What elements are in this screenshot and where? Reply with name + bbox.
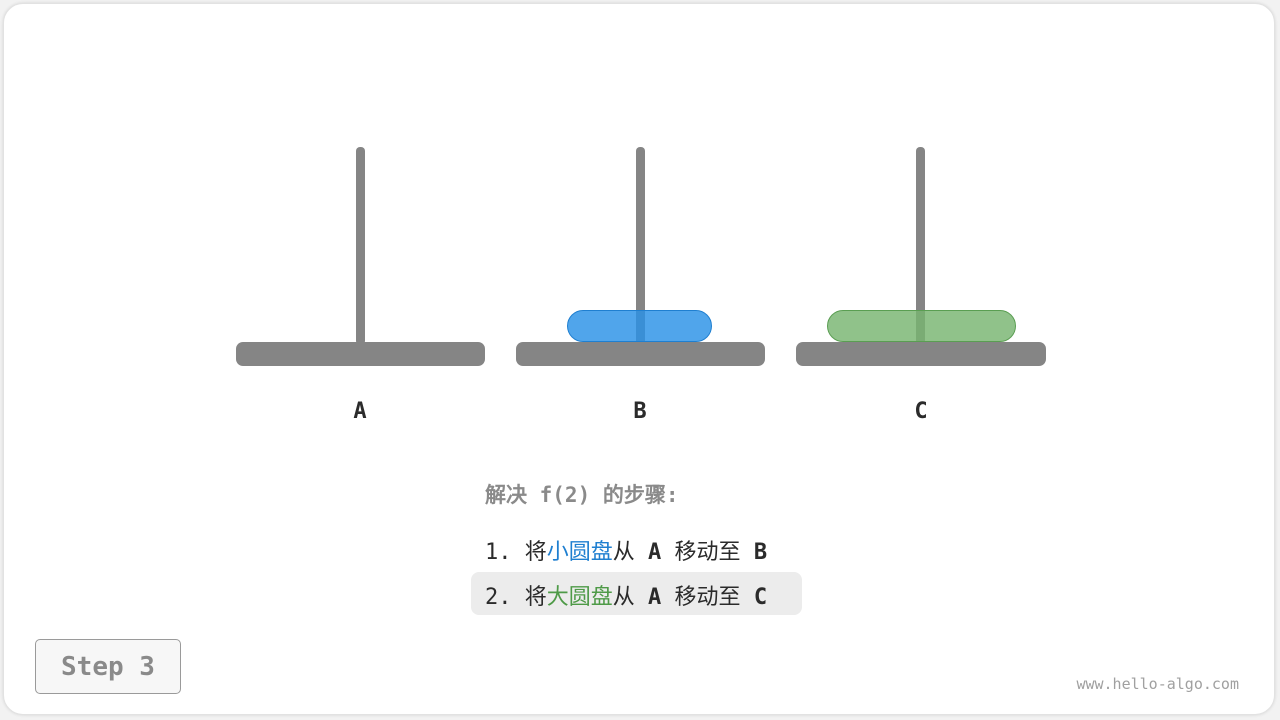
step-indicator-label: Step 3	[61, 651, 155, 682]
peg-b-base	[516, 342, 765, 366]
peg-c-pole	[916, 147, 925, 345]
step-number: 1.	[485, 540, 512, 565]
step-from-peg: A	[648, 540, 662, 565]
step-verb: 将	[524, 540, 547, 565]
step-number: 2.	[485, 585, 512, 610]
step-verb: 将	[524, 585, 547, 610]
peg-a-base	[236, 342, 485, 366]
steps-title: 解决 f(2) 的步骤:	[485, 483, 679, 507]
peg-c-label: C	[914, 399, 928, 424]
current-step-highlight	[471, 572, 802, 615]
large-disk-name: 大圆盘	[546, 585, 613, 610]
large-disk	[827, 310, 1016, 342]
small-disk-name: 小圆盘	[546, 540, 613, 565]
step-from-word: 从	[612, 585, 635, 610]
step-to-word: 移动至	[674, 540, 741, 565]
step-to-word: 移动至	[674, 585, 741, 610]
peg-c-base	[796, 342, 1046, 366]
step-from-peg: A	[648, 585, 662, 610]
step-from-word: 从	[612, 540, 635, 565]
peg-b-pole	[636, 147, 645, 345]
step-to-peg: B	[753, 540, 768, 565]
step-indicator: Step 3	[35, 639, 181, 694]
watermark: www.hello-algo.com	[1076, 675, 1239, 693]
step-line-1: 1. 将小圆盘从 A 移动至 B	[485, 534, 767, 566]
peg-a-label: A	[353, 399, 367, 424]
small-disk	[567, 310, 712, 342]
peg-b-label: B	[633, 399, 647, 424]
step-to-peg: C	[753, 585, 768, 610]
step-line-2: 2. 将大圆盘从 A 移动至 C	[485, 579, 767, 611]
peg-a-pole	[356, 147, 365, 345]
